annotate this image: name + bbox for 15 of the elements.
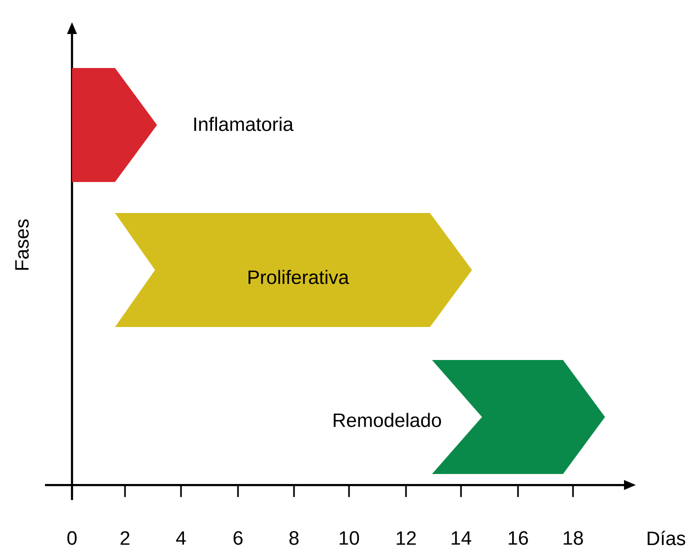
tick-label: 4 [176,531,186,545]
tick-label: 12 [396,531,416,545]
tick-label: 16 [508,531,528,545]
phase-label: Inflamatoria [194,116,294,132]
tick-label: 6 [234,531,243,545]
axis-title: Días [648,530,686,546]
tick-label: 10 [340,531,359,545]
axis-title: Fases [15,219,29,270]
tick-label: 14 [452,531,472,545]
tick-label: 0 [67,531,77,545]
phase-label: Remodelado [334,412,441,428]
tick-label: 8 [289,531,299,545]
tick-label: 18 [564,531,583,545]
tick-label: 2 [120,531,130,545]
phase-label: Proliferativa [248,270,350,284]
